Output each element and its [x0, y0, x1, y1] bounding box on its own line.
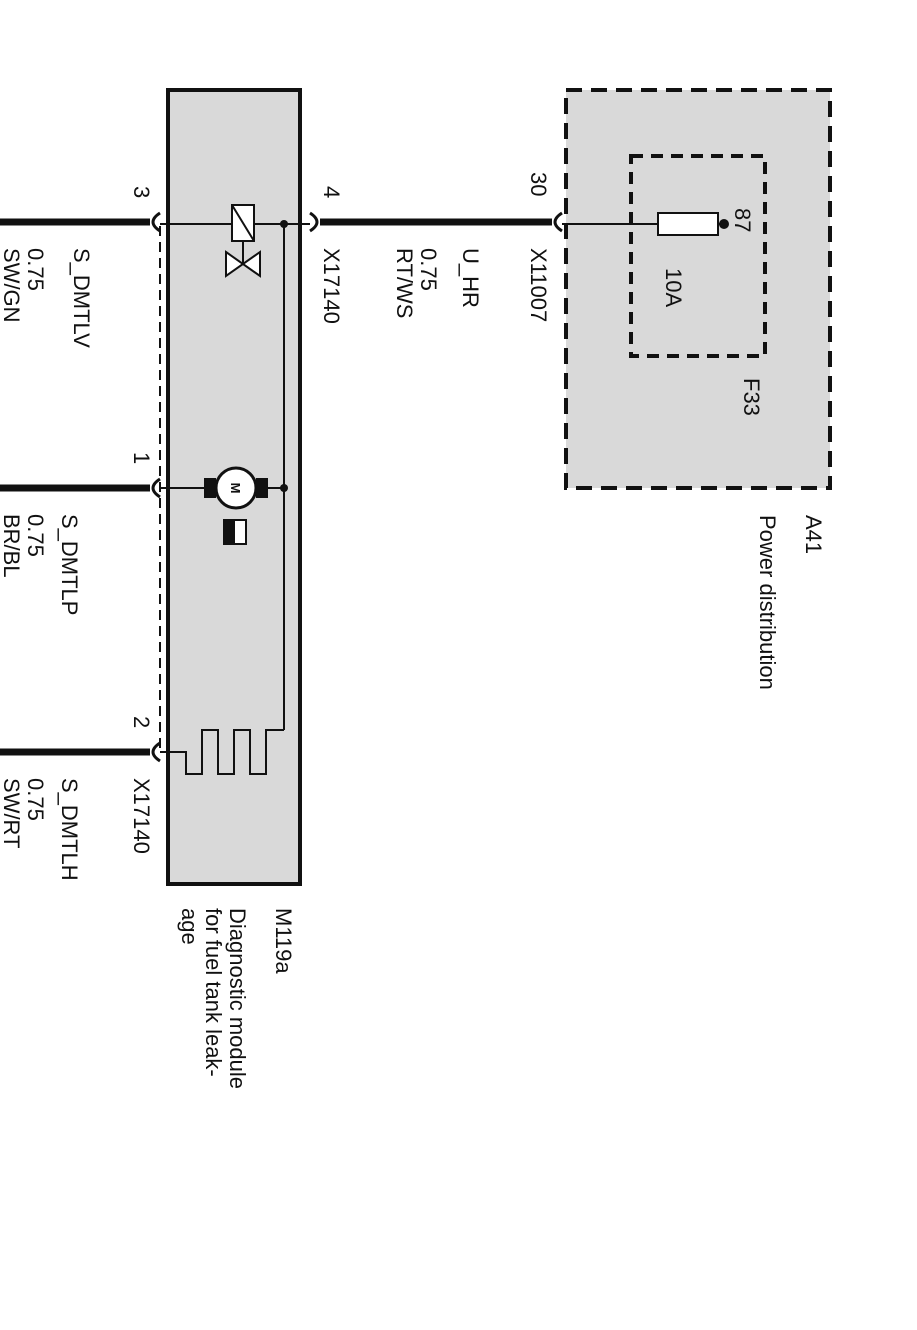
valve-icon: [225, 250, 261, 278]
heater-element-icon: [160, 729, 284, 775]
svg-text:M: M: [228, 483, 243, 494]
connector-x17140-top: X17140: [319, 248, 344, 324]
heater-color: SW/RT: [0, 778, 24, 848]
pump-color: BR/BL: [0, 514, 24, 578]
fuse-icon: [657, 212, 719, 236]
supply-signal: U_HR: [458, 248, 483, 308]
pump-signal: S_DMTLP: [57, 514, 82, 615]
connector-x17140-bottom: X17140: [129, 778, 154, 854]
socket-pin-2: [151, 741, 161, 763]
supply-color: RT/WS: [392, 248, 417, 318]
socket-pin-3: [151, 211, 161, 233]
fuse-rating: 10A: [661, 268, 686, 307]
socket-pin-1: [151, 477, 161, 499]
module-desc-line3: age: [177, 908, 202, 945]
fuse-pin-87: 87: [730, 208, 755, 232]
module-id: M119a: [271, 908, 296, 974]
pin-label-1: 1: [129, 452, 154, 464]
heater-gauge: 0.75: [23, 778, 48, 821]
fuse-holder-box: [629, 154, 767, 358]
junction-dot-top: [280, 220, 288, 228]
pin-label-30: 30: [526, 172, 551, 196]
fuse-id: F33: [739, 378, 764, 416]
connector-x11007: X11007: [526, 248, 551, 322]
pin-label-3: 3: [129, 186, 154, 198]
socket-pin-4: [309, 211, 319, 233]
valve-signal: S_DMTLV: [69, 248, 94, 348]
valve-gauge: 0.75: [23, 248, 48, 291]
fuse-terminal-87: [719, 219, 729, 229]
module-desc-line2: for fuel tank leak-: [201, 908, 226, 1077]
pin-label-4: 4: [319, 186, 344, 198]
valve-color: SW/GN: [0, 248, 24, 323]
supply-gauge: 0.75: [416, 248, 441, 291]
pin-label-2: 2: [129, 716, 154, 728]
socket-pin-30: [553, 211, 563, 233]
heater-signal: S_DMTLH: [57, 778, 82, 881]
module-desc-line1: Diagnostic module: [225, 908, 250, 1089]
power-distribution-id: A41: [801, 515, 826, 554]
power-distribution-name: Power distribution: [755, 515, 780, 690]
pump-gauge: 0.75: [23, 514, 48, 557]
